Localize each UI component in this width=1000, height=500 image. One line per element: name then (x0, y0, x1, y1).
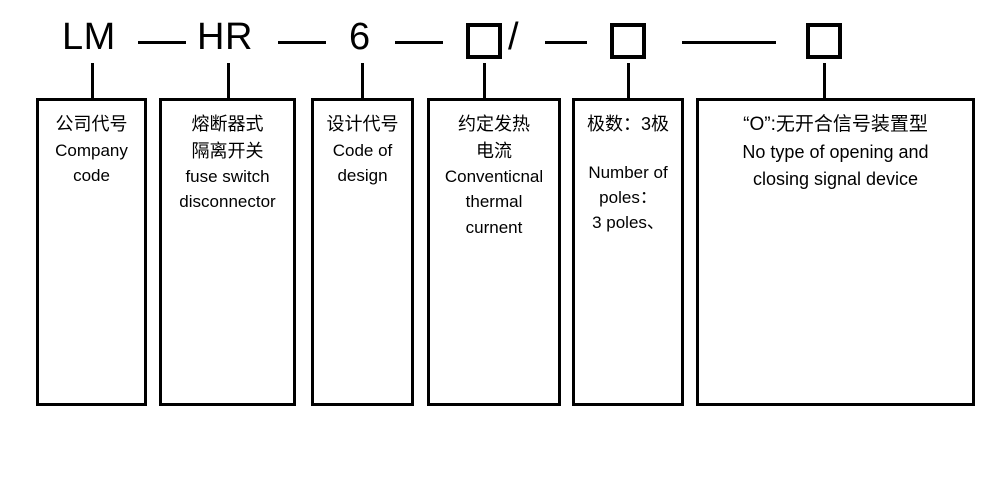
desc-line: 电流 (476, 140, 512, 161)
code-slash: / (508, 16, 519, 58)
desc-box-conventional-thermal-current: 约定发热 电流 Conventicnal thermal curnent (427, 98, 561, 406)
code-dash-3 (395, 41, 443, 44)
code-placeholder-box-1 (466, 23, 502, 59)
desc-box-code-of-design: 设计代号 Code of design (311, 98, 414, 406)
desc-line: 3 poles、 (592, 212, 664, 232)
desc-box-no-signal-device: “O”:无开合信号装置型 No type of opening and clos… (696, 98, 975, 406)
code-placeholder-box-2 (610, 23, 646, 59)
desc-line: Number of (588, 162, 668, 182)
desc-line-spacer (579, 138, 677, 160)
desc-line: 隔离开关 (191, 140, 264, 161)
desc-line: poles： (599, 187, 657, 207)
desc-line: curnent (465, 217, 523, 237)
code-token-6: 6 (349, 16, 371, 58)
desc-line: No type of opening and (742, 142, 929, 163)
desc-line: fuse switch (185, 167, 270, 187)
desc-line: design (337, 165, 388, 185)
code-placeholder-box-3 (806, 23, 842, 59)
connector-stem-4 (483, 63, 486, 99)
desc-line: disconnector (179, 192, 276, 212)
connector-stem-1 (91, 63, 94, 99)
connector-stem-2 (227, 63, 230, 99)
connector-stem-3 (361, 63, 364, 99)
connector-stem-6 (823, 63, 826, 99)
connector-stem-5 (627, 63, 630, 99)
code-dash-5 (682, 41, 776, 44)
desc-line: thermal (465, 192, 523, 212)
desc-line: Conventicnal (444, 167, 544, 187)
desc-line: closing signal device (752, 168, 919, 189)
desc-line: Company (55, 140, 128, 160)
code-dash-4 (545, 41, 587, 44)
code-dash-2 (278, 41, 326, 44)
code-dash-1 (138, 41, 186, 44)
desc-box-company-code: 公司代号 Company code (36, 98, 147, 406)
desc-line: Code of (332, 140, 393, 160)
desc-line: 熔断器式 (191, 114, 264, 134)
desc-line: 约定发热 (458, 114, 530, 134)
code-token-lm: LM (62, 16, 116, 58)
desc-line: 极数：3极 (586, 114, 669, 134)
desc-line: code (73, 165, 110, 185)
desc-line: 公司代号 (55, 114, 128, 134)
desc-box-fuse-switch-disconnector: 熔断器式 隔离开关 fuse switch disconnector (159, 98, 296, 406)
desc-box-number-of-poles: 极数：3极 Number of poles： 3 poles、 (572, 98, 684, 406)
desc-line: 设计代号 (326, 114, 399, 134)
code-token-hr: HR (197, 16, 253, 58)
desc-line: “O”:无开合信号装置型 (743, 114, 928, 135)
